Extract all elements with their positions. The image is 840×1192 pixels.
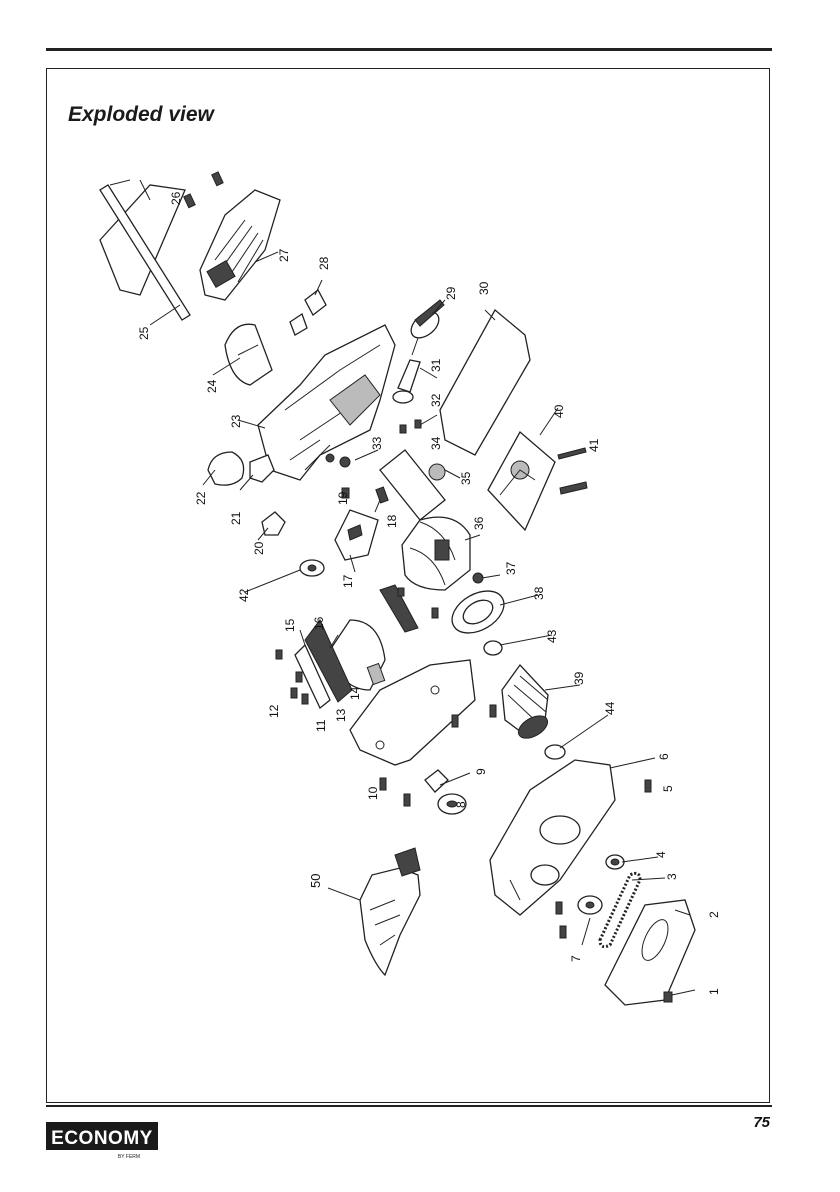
label-17: 17: [341, 574, 355, 588]
part-33: [326, 454, 350, 467]
label-9: 9: [474, 768, 488, 775]
part-6-housing: [490, 760, 615, 915]
part-5-screw: [645, 780, 651, 792]
label-38: 38: [532, 586, 546, 600]
part-17-switch: [335, 510, 378, 560]
label-7: 7: [569, 955, 583, 962]
part-35: [380, 450, 445, 520]
label-23: 23: [229, 414, 243, 428]
part-26-screws: [184, 172, 223, 208]
label-39: 39: [572, 671, 586, 685]
part-4-pulley: [606, 855, 624, 869]
label-36: 36: [472, 516, 486, 530]
part-1-screw: [664, 992, 672, 1002]
label-29: 29: [444, 286, 458, 300]
label-2: 2: [707, 911, 721, 918]
part-50-dust-bag: [360, 848, 420, 975]
label-40: 40: [552, 404, 566, 418]
part-22: [208, 452, 244, 485]
label-22: 22: [194, 491, 208, 505]
label-12: 12: [267, 704, 281, 718]
part-9: [425, 770, 448, 792]
label-24: 24: [205, 379, 219, 393]
part-36-motor: [402, 517, 470, 590]
part-2-cover: [605, 900, 695, 1005]
part-42-washer: [300, 560, 324, 576]
label-32: 32: [429, 393, 443, 407]
label-1: 1: [707, 988, 721, 995]
part-27-cover: [200, 190, 280, 300]
part-31-shaft: [393, 360, 420, 403]
part-30-plate: [440, 310, 530, 455]
label-33: 33: [370, 436, 384, 450]
part-41-bolts: [558, 448, 587, 494]
label-14: 14: [348, 686, 362, 700]
label-3: 3: [665, 873, 679, 880]
label-13: 13: [334, 708, 348, 722]
label-26: 26: [169, 191, 183, 205]
label-10: 10: [366, 786, 380, 800]
part-28: [290, 290, 326, 335]
label-4: 4: [654, 851, 668, 858]
label-18: 18: [385, 514, 399, 528]
part-37: [473, 573, 483, 583]
label-30: 30: [477, 281, 491, 295]
label-20: 20: [252, 541, 266, 555]
part-40-base: [488, 432, 555, 530]
part-32-34: [400, 420, 421, 433]
label-28: 28: [317, 256, 331, 270]
label-11: 11: [314, 719, 328, 732]
label-41: 41: [587, 438, 601, 452]
label-50: 50: [308, 874, 323, 888]
footer-rule: [46, 1105, 772, 1107]
part-38-ring: [445, 582, 511, 641]
part-7-pulley: [556, 896, 602, 938]
part-24: [225, 324, 272, 385]
label-19: 19: [336, 491, 350, 505]
label-15: 15: [283, 618, 297, 632]
logo-sub: BY FERM: [118, 1154, 140, 1160]
label-25: 25: [137, 326, 151, 340]
logo-brand: ECONOMY: [51, 1128, 153, 1149]
label-5: 5: [661, 785, 675, 792]
label-16: 16: [312, 616, 326, 630]
label-8: 8: [454, 801, 468, 808]
page-number: 75: [753, 1114, 770, 1131]
part-43: [484, 641, 502, 655]
economy-logo: ECONOMY BY FERM: [44, 1118, 160, 1160]
part-39-armature: [502, 665, 551, 743]
label-35: 35: [459, 471, 473, 485]
label-27: 27: [277, 248, 291, 262]
label-37: 37: [504, 561, 518, 575]
label-6: 6: [657, 753, 671, 760]
label-43: 43: [545, 629, 559, 643]
label-44: 44: [603, 701, 617, 715]
leader-lines: [150, 252, 695, 995]
label-31: 31: [429, 358, 443, 372]
label-42: 42: [237, 588, 251, 602]
label-21: 21: [229, 511, 243, 525]
label-34: 34: [429, 436, 443, 450]
